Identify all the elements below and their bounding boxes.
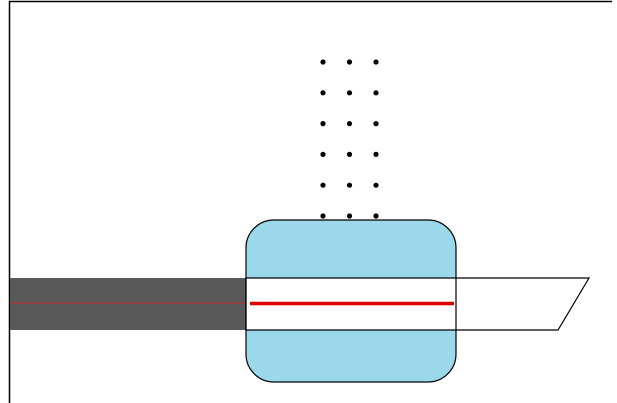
dot	[346, 213, 353, 219]
dot	[373, 90, 379, 96]
dot-grid	[320, 59, 379, 219]
dot	[373, 151, 379, 157]
dot	[373, 213, 379, 219]
frame-border	[8, 0, 612, 403]
dark-bar	[10, 278, 250, 330]
dot	[346, 151, 353, 157]
dot	[346, 59, 353, 65]
dot	[346, 182, 353, 188]
dot	[373, 121, 379, 127]
dot	[373, 59, 379, 65]
dot	[320, 213, 326, 219]
dot	[373, 182, 379, 188]
dot	[320, 90, 326, 96]
dot	[320, 151, 326, 157]
dot	[346, 121, 353, 127]
dot	[320, 59, 326, 65]
dot	[320, 182, 326, 188]
dot	[320, 121, 326, 127]
dot	[346, 90, 353, 96]
